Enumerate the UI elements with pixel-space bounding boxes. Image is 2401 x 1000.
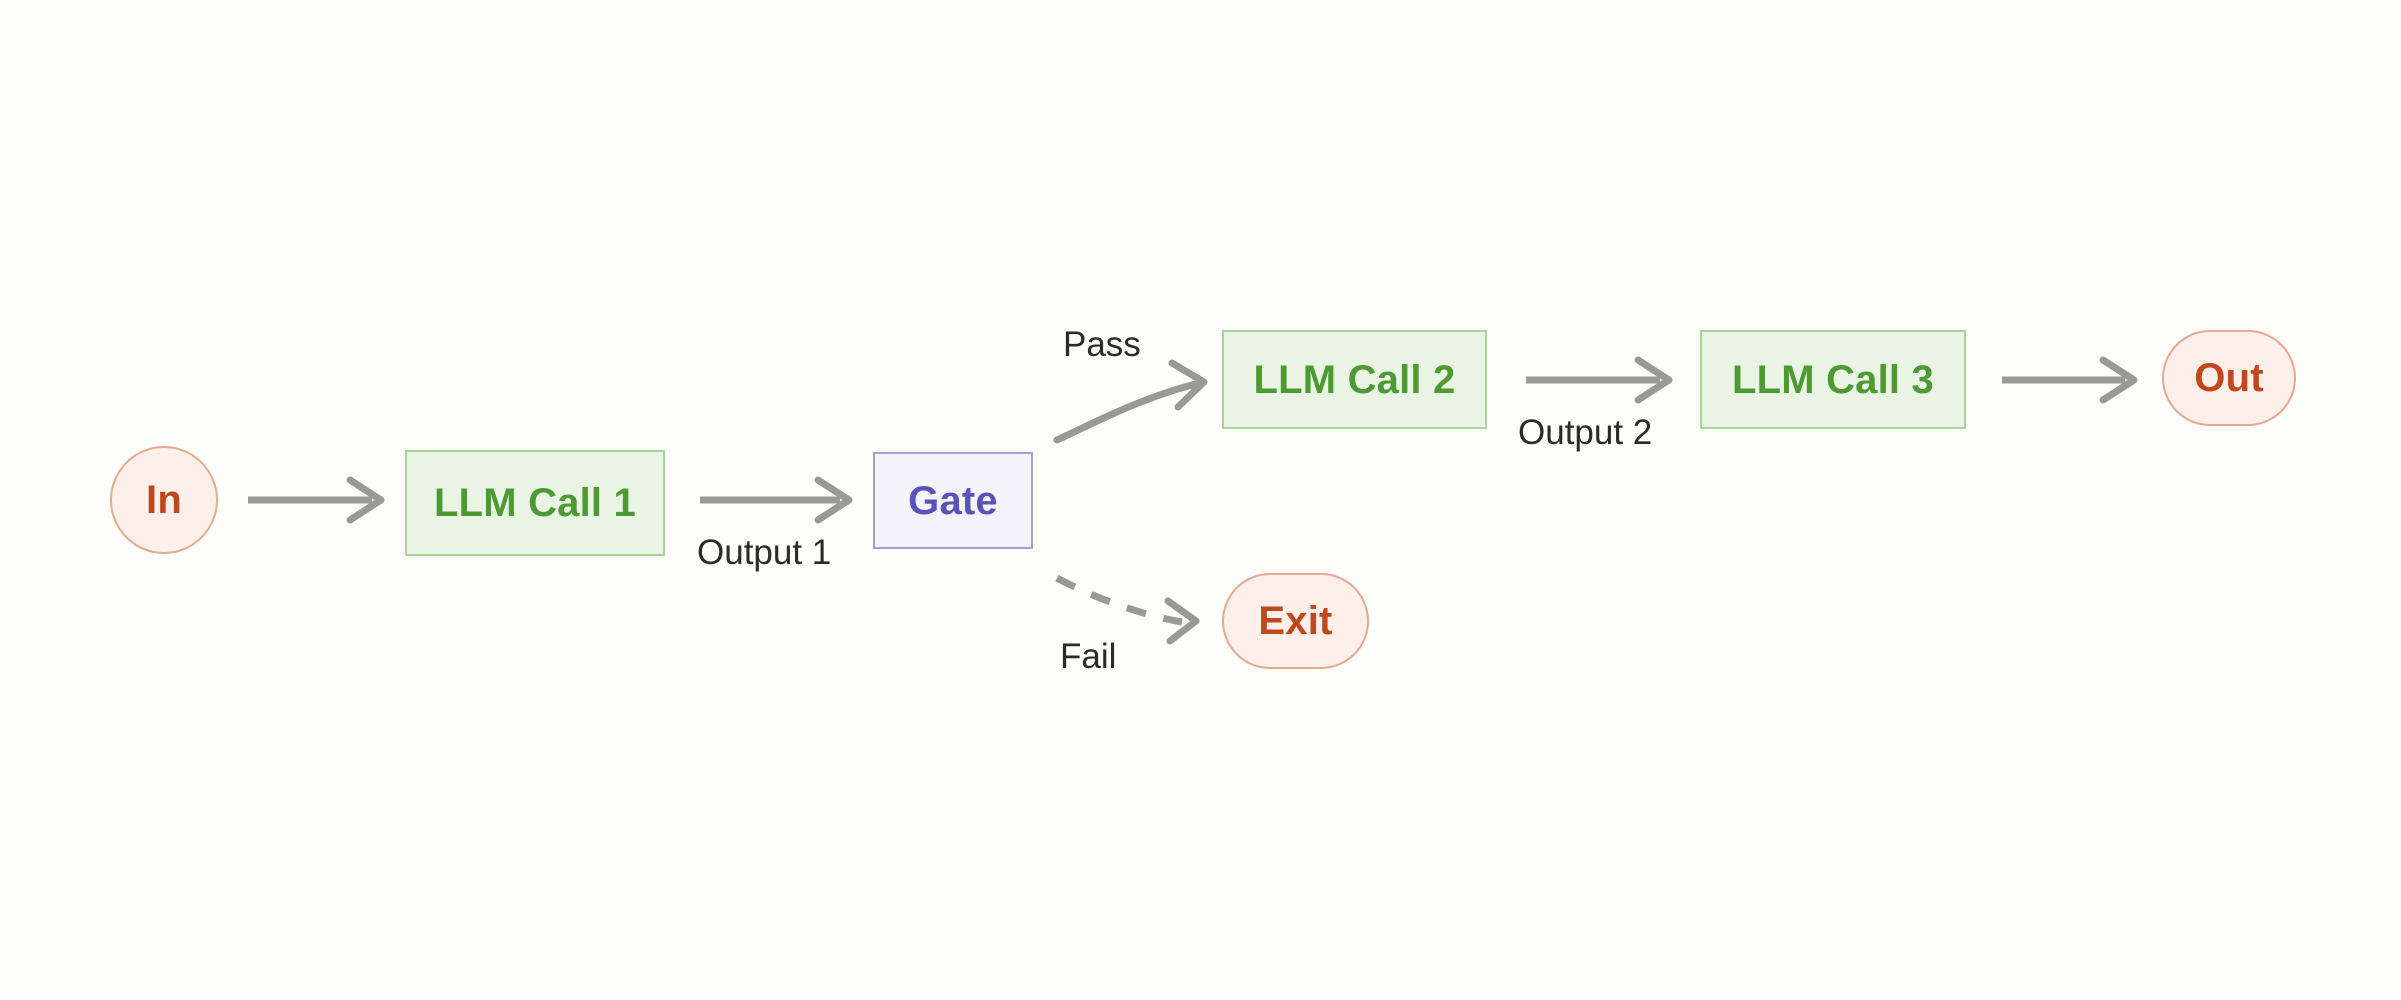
node-out[interactable]: Out — [2162, 330, 2296, 426]
node-exit[interactable]: Exit — [1222, 573, 1369, 669]
edge-gate-to-call2 — [1053, 359, 1208, 444]
edge-label-fail: Fail — [1060, 637, 1117, 676]
node-llm-call-2[interactable]: LLM Call 2 — [1222, 330, 1487, 429]
edge-label-output-1: Output 1 — [697, 533, 832, 572]
node-llm-call-3[interactable]: LLM Call 3 — [1700, 330, 1966, 429]
node-llm-call-1[interactable]: LLM Call 1 — [405, 450, 665, 556]
edge-call3-to-out — [2002, 356, 2138, 404]
node-in[interactable]: In — [110, 446, 218, 554]
node-gate[interactable]: Gate — [873, 452, 1033, 549]
edge-label-output-2: Output 2 — [1518, 413, 1653, 452]
edge-call1-to-gate — [700, 476, 853, 524]
edge-gate-to-exit — [1055, 574, 1200, 645]
edge-in-to-call1 — [248, 476, 385, 524]
edge-call2-to-call3 — [1526, 356, 1673, 404]
edge-label-pass: Pass — [1063, 325, 1141, 364]
